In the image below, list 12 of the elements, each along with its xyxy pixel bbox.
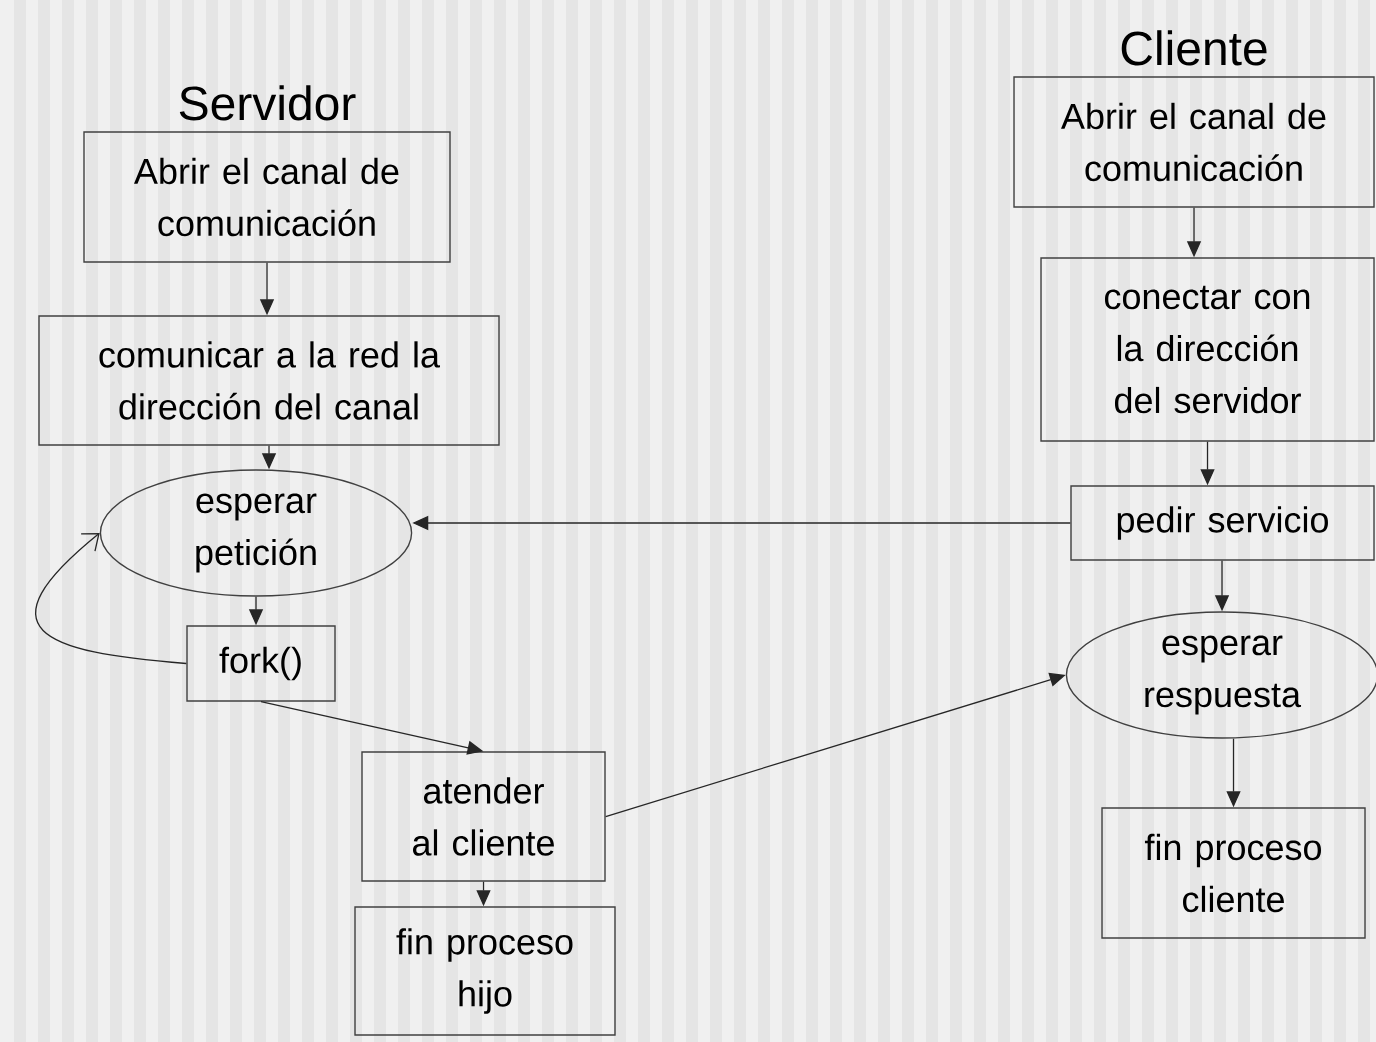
process-box: fin proceso hijo: [354, 906, 616, 1036]
process-box: Abrir el canal de comunicación: [1013, 76, 1375, 208]
process-box: fin proceso cliente: [1101, 807, 1366, 939]
process-box: comunicar a la red la dirección del canal: [38, 315, 500, 446]
process-box: pedir servicio: [1070, 485, 1375, 561]
process-box: fork(): [186, 625, 336, 702]
process-box: atender al cliente: [361, 751, 606, 882]
process-box: conectar con la dirección del servidor: [1040, 257, 1375, 442]
arrow: [35, 533, 187, 665]
column-heading: Servidor: [179, 85, 356, 121]
column-heading: Cliente: [1121, 30, 1267, 66]
process-box: Abrir el canal de comunicación: [83, 131, 451, 263]
